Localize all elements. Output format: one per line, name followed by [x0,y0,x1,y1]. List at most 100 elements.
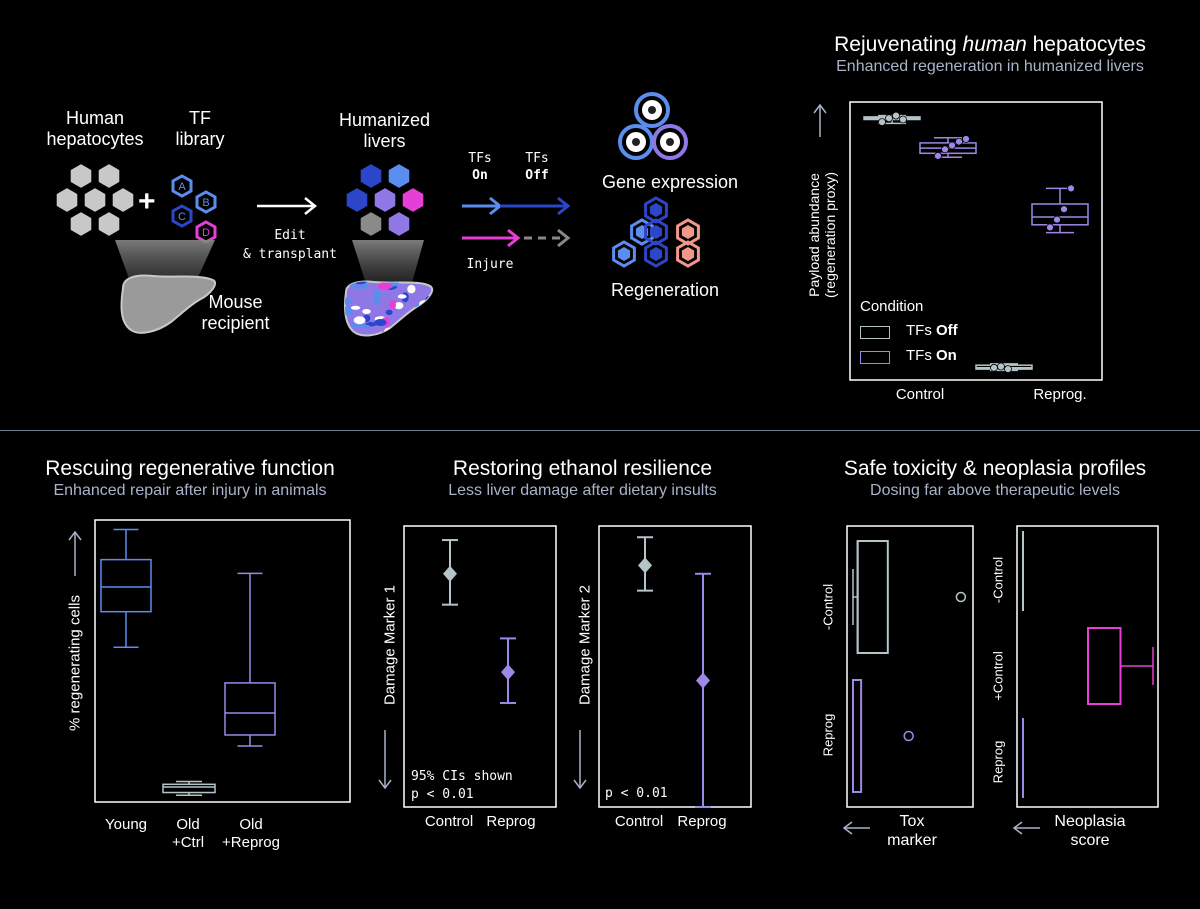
x-tick-label: Control [424,813,474,830]
rescuing-ylabel: % regenerating cells [66,595,84,731]
label-line: TFs [525,151,549,166]
tf-letter-a: A [178,181,186,193]
label-line: Off [525,168,549,183]
liver-cell-dot [350,305,361,310]
label-line: library [175,129,225,149]
humanized-hex [344,185,370,215]
data-point [955,137,963,146]
liver-cell-dot [419,307,433,316]
liver-cell-dot [344,298,352,305]
rescuing-subtitle: Enhanced repair after injury in animals [53,482,327,499]
x-tick-label: Control [895,386,945,403]
liver-cell-dot [377,282,392,290]
liver-cell-dot [385,309,393,315]
y-arrow-head [813,103,827,114]
hepatocyte-cluster-icon [54,161,136,239]
title-part: Rejuvenating [834,33,963,56]
y-arrow-head [573,779,587,790]
x-tick-label: Control [614,813,664,830]
regen-hex-core [649,225,663,239]
liver-cell-dot [362,309,371,314]
tox-control-box [856,540,889,654]
chart-frame [1016,525,1159,808]
mean-diamond [501,664,515,681]
regen-hex [644,196,668,224]
label-line: TFs [468,151,492,166]
x-arrow-left-icon [842,821,870,835]
humanized-hex [400,185,426,215]
safety-title: Safe toxicity & neoplasia profiles [843,457,1147,480]
label-line: hepatocytes [46,129,144,149]
rescuing-0-box [100,558,152,613]
tick-line: +Reprog [222,834,280,851]
ylabel-line: Payload abundance [806,173,822,297]
x-tick-label: Reprog [677,813,727,830]
section-divider [0,430,1200,431]
hepatocyte-hex [68,209,94,239]
liver-cell-dot [362,324,370,329]
legend-label: TFs On [906,347,957,364]
label-line: Edit [274,228,306,243]
safety-subtitle: Dosing far above therapeutic levels [870,482,1120,499]
note-line: p < 0.01 [411,787,474,802]
x-tick-label: Old +Reprog [216,816,286,852]
tf-letter-d: D [202,227,210,239]
damage-marker-1-chart [378,525,557,808]
data-point [1053,215,1061,224]
mouse-liver-icon [115,240,217,334]
legend-text-bold: On [936,347,957,364]
label-line: Human [65,108,125,128]
humanized-liver-icon [344,240,434,337]
regen-hex [676,218,700,246]
liver-cell-dot [394,302,404,310]
liver-cell-dot [373,290,382,299]
human-hepatocytes-label: Human hepatocytes [40,108,150,150]
tick-line: Old [239,816,263,833]
plus-sign: + [138,185,156,218]
label-line: Humanized [338,110,431,130]
outlier-point [903,730,914,742]
tf-letter-b: B [202,197,209,209]
tf-letter-c: C [178,211,186,223]
damage-marker-2-ylabel: Damage Marker 2 [576,584,594,706]
mean-diamond [638,557,652,574]
hepatocyte-hex [54,185,80,215]
legend-text: TFs [906,322,936,339]
humanized-hex [358,161,384,191]
legend-item-tfs-on: TFs On [860,347,1010,365]
regen-hex-core [649,203,663,217]
data-point [1060,205,1068,214]
label-line: On [472,168,488,183]
x-tick-label: Reprog [486,813,536,830]
xlabel-line: Tox [899,813,925,830]
y-arrow-head [378,779,392,790]
liver-cell-dot [353,316,366,325]
p-value-note: p < 0.01 [605,786,668,801]
title-emphasis: human [962,33,1027,56]
damage-marker-2-chart [573,525,752,808]
xlabel-line: marker [887,832,937,849]
regen-hex [644,240,668,268]
label-line: TF [189,108,211,128]
data-point [878,118,886,127]
tick-line: +Ctrl [171,834,205,851]
tick-line: Old [176,816,200,833]
chart-frame [403,525,557,808]
chart-frame [849,101,1103,381]
hepatocyte-hex [96,209,122,239]
data-point [885,114,893,123]
y-tick-label: -Control [820,583,836,631]
legend-text: TFs [906,347,936,364]
chart-frame [598,525,752,808]
label-line: recipient [201,313,270,333]
liver-cell-dot [409,314,417,320]
liver-cell-dot [407,284,416,294]
y-tick-label: +Control [990,651,1006,701]
damage-marker-1-ylabel: Damage Marker 1 [381,584,399,706]
label-line: livers [363,131,406,151]
y-tick-label: Reprog [990,740,1006,784]
ylabel-line: (regeneration proxy) [822,171,838,299]
ethanol-title: Restoring ethanol resilience [452,457,713,480]
gene-expression-label: Gene expression [601,172,739,192]
liver-cell-dot [374,319,387,326]
